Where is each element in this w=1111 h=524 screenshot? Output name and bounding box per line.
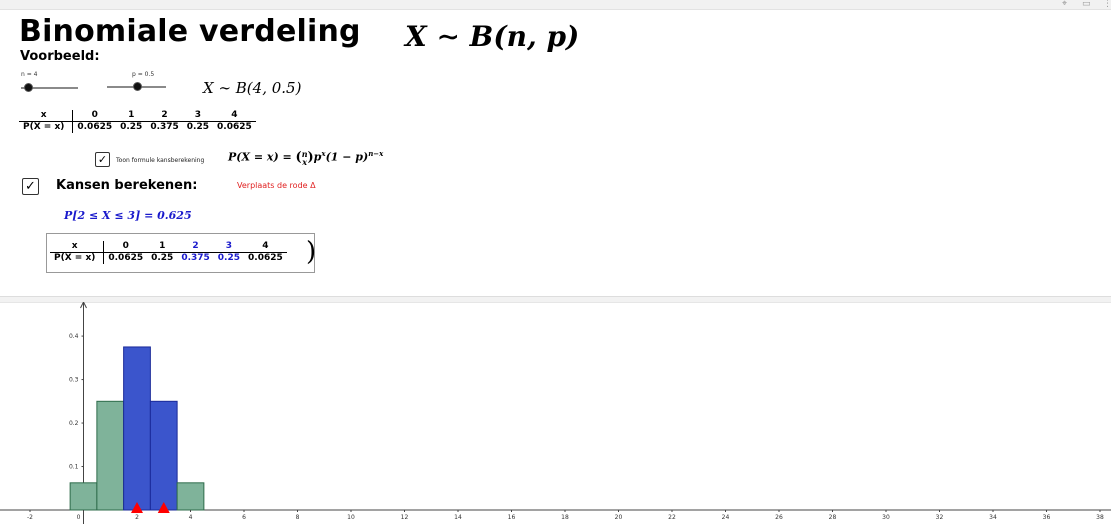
formula-part: p [313, 150, 322, 164]
table-cell: 3 [182, 110, 214, 122]
y-tick-label: 0.2 [69, 420, 79, 427]
y-tick-label: 0.4 [69, 333, 79, 340]
distribution-table: x 0 1 2 3 4 P(X = x) 0.0625 0.25 0.375 0… [19, 110, 256, 133]
compute-probabilities-label: Kansen berekenen: [56, 178, 198, 193]
table-header-p: P(X = x) [50, 252, 105, 264]
x-tick-label: 28 [829, 514, 837, 521]
top-toolbar-strip: ⌖ ▭ ⋮ [0, 0, 1111, 10]
table-cell: 0 [72, 110, 117, 122]
x-tick-label: 20 [615, 514, 623, 521]
x-tick-label: 4 [189, 514, 193, 521]
x-tick-label: 12 [401, 514, 409, 521]
y-axis-arrow [80, 302, 87, 309]
compute-probabilities-checkbox[interactable]: ✓ [22, 178, 39, 195]
table-cell: 0.0625 [248, 253, 283, 263]
x-tick-label: 38 [1096, 514, 1104, 521]
table-cell: 0.375 [150, 122, 179, 132]
table-cell: 0.25 [120, 122, 143, 132]
table-cell: 4 [244, 241, 287, 253]
formula-exponent: x [321, 149, 326, 158]
probability-result: P[2 ≤ X ≤ 3] = 0.625 [64, 209, 192, 222]
graph-markers[interactable] [131, 502, 170, 513]
show-formula-label: Toon formule kansberekening [116, 157, 205, 164]
slider-n-track[interactable] [21, 87, 78, 89]
window-icon[interactable]: ▭ [1082, 0, 1091, 9]
specific-formula: X ∼ B(4, 0.5) [203, 79, 302, 97]
table-cell: 1 [147, 241, 178, 253]
formula-part: (1 − p) [325, 150, 369, 164]
table-cell: 0.0625 [217, 122, 252, 132]
page-title: Binomiale verdeling [19, 14, 361, 49]
table-header-x: x [50, 241, 105, 253]
slider-n-handle[interactable] [24, 83, 33, 92]
slider-p-label: p = 0.5 [132, 71, 155, 78]
red-triangle-icon[interactable] [131, 502, 143, 513]
table-cell: 0.25 [151, 253, 174, 263]
x-tick-label: 34 [989, 514, 997, 521]
table-cell: 4 [213, 110, 256, 122]
checkmark-icon: ✓ [25, 179, 36, 194]
y-tick-label: 0.3 [69, 377, 79, 384]
table-cell-selected: 3 [213, 241, 245, 253]
x-tick-label: 6 [242, 514, 246, 521]
x-tick-label: 36 [1043, 514, 1051, 521]
formula-part: P(X = x) = [228, 150, 296, 164]
table-cell: 0.0625 [77, 122, 113, 132]
x-tick-label: 14 [454, 514, 462, 521]
highlighted-distribution-box: x 0 1 2 3 4 P(X = x) 0.0625 0.25 0.375 0… [46, 233, 317, 273]
formula-exponent: n−x [368, 149, 384, 158]
menu-icon[interactable]: ⋮ [1103, 0, 1111, 9]
slider-n-label: n = 4 [21, 71, 38, 78]
table-cell-selected: 0.25 [217, 253, 241, 263]
example-heading: Voorbeeld: [20, 49, 100, 64]
move-marker-hint: Verplaats de rode Δ [237, 181, 316, 190]
table-header-x: x [19, 110, 74, 122]
x-tick-label: 26 [775, 514, 783, 521]
x-tick-label: -2 [27, 514, 33, 521]
bar [176, 482, 205, 511]
bar [69, 482, 98, 511]
table-cell: 0.25 [186, 122, 210, 132]
table-cell: 1 [116, 110, 147, 122]
x-tick-label: 30 [882, 514, 890, 521]
general-formula: X ∼ B(n, p) [405, 20, 580, 53]
bar-selected [123, 346, 151, 511]
y-tick-label: 0.1 [69, 464, 79, 471]
table-cell-selected: 2 [177, 241, 214, 253]
red-triangle-icon[interactable] [157, 502, 170, 513]
table-cell: 0.0625 [108, 253, 144, 263]
x-tick-label: 0 [77, 514, 81, 521]
checkmark-icon: ✓ [97, 153, 108, 166]
table-cell: 2 [146, 110, 183, 122]
binom-bottom: x [302, 156, 307, 167]
closing-parenthesis: ) [306, 237, 317, 267]
x-tick-label: 32 [936, 514, 944, 521]
pin-icon[interactable]: ⌖ [1062, 0, 1068, 9]
table-header-p: P(X = x) [19, 121, 74, 133]
show-formula-checkbox[interactable]: ✓ [95, 152, 110, 167]
bar [96, 400, 125, 511]
x-tick-label: 2 [135, 514, 139, 521]
x-tick-label: 18 [561, 514, 569, 521]
x-tick-label: 10 [347, 514, 355, 521]
graph-bars [69, 346, 205, 511]
view-divider[interactable] [0, 296, 1111, 303]
table-cell: 0 [103, 241, 148, 253]
bar-selected [149, 400, 178, 511]
table-cell-selected: 0.375 [181, 253, 210, 263]
x-tick-label: 22 [668, 514, 676, 521]
x-tick-label: 16 [508, 514, 516, 521]
slider-p-handle[interactable] [133, 82, 142, 91]
binom-top: n [301, 148, 308, 159]
x-tick-label: 8 [296, 514, 300, 521]
x-tick-label: 24 [722, 514, 730, 521]
